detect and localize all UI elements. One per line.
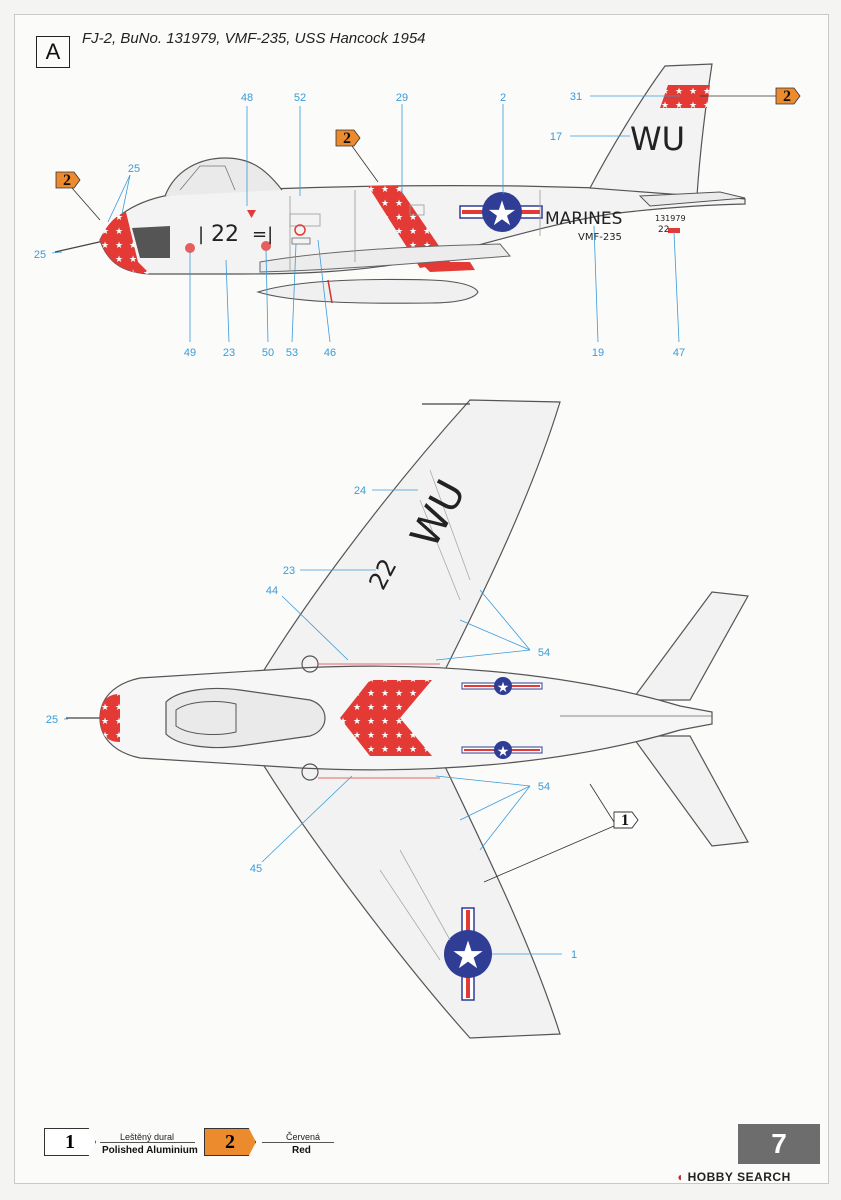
legend-divider	[262, 1142, 334, 1143]
top-callout: 24	[354, 485, 366, 497]
side-drop-tank	[256, 278, 479, 304]
legend-czech-label: Červená	[286, 1132, 321, 1142]
watermark-logo-icon: ◖	[676, 1170, 684, 1184]
legend-czech-label: Leštěný dural	[120, 1132, 175, 1142]
side-callout: 23	[223, 347, 235, 359]
side-canopy	[164, 157, 283, 197]
side-callout: 29	[396, 92, 408, 104]
color-callout-tail: 2	[700, 87, 801, 105]
side-marines-text: MARINES	[545, 209, 622, 229]
watermark-brand: HOBBY	[687, 1170, 734, 1184]
top-callout: 1	[571, 949, 577, 961]
top-callout: 44	[266, 585, 278, 597]
page-number: 7	[738, 1124, 820, 1164]
svg-text:★: ★	[497, 744, 510, 760]
side-tail-number: 22	[658, 225, 669, 235]
side-roundel: ★	[459, 192, 543, 234]
svg-text:★: ★	[487, 194, 517, 234]
side-squadron-text: VMF-235	[578, 232, 622, 243]
watermark-word: SEARCH	[737, 1170, 791, 1184]
watermark: ◖ HOBBY SEARCH	[676, 1170, 791, 1184]
top-view: ★ ★ ★ WU 22	[46, 399, 749, 1039]
top-callout: 54	[538, 781, 550, 793]
legend-swatch-red: 2	[204, 1128, 256, 1156]
side-callout: 46	[324, 347, 336, 359]
side-nose-red	[100, 212, 150, 274]
side-callout: 19	[592, 347, 604, 359]
side-callout: 52	[294, 92, 306, 104]
top-callout: 45	[250, 863, 262, 875]
top-callout: 54	[538, 647, 550, 659]
svg-text:|: |	[198, 224, 204, 245]
top-small-roundel: ★	[461, 741, 543, 760]
side-callout: 49	[184, 347, 196, 359]
svg-text:2: 2	[783, 88, 791, 105]
side-callout: 25	[128, 163, 140, 175]
color-callout-nose: 2	[55, 171, 101, 221]
legend-divider	[100, 1142, 195, 1143]
top-callout: 23	[283, 565, 295, 577]
color-callout-spine: 2	[335, 129, 379, 183]
side-callout: 48	[241, 92, 253, 104]
top-chevron	[340, 680, 432, 756]
top-upper-wing	[256, 399, 561, 681]
top-lower-wing	[256, 755, 561, 1039]
side-callout: 50	[262, 347, 274, 359]
side-profile: ★ 22 | =| MARINES VMF-235 131979 22 WU	[34, 63, 801, 359]
side-callout: 31	[570, 91, 582, 103]
legend-english-label: Red	[292, 1145, 311, 1156]
profile-letter: A	[36, 36, 70, 68]
side-callout: 2	[500, 92, 506, 104]
side-callout: 47	[673, 347, 685, 359]
side-callout: 17	[550, 131, 562, 143]
color-callout-underside: 1	[483, 783, 639, 883]
side-callout: 53	[286, 347, 298, 359]
svg-text:★: ★	[451, 933, 485, 977]
svg-text:2: 2	[343, 130, 351, 147]
side-number: 22	[211, 222, 239, 247]
svg-text:1: 1	[621, 812, 629, 829]
top-callout: 25	[46, 714, 58, 726]
side-tail-code: WU	[630, 120, 685, 158]
top-small-roundel: ★	[461, 677, 543, 696]
top-canopy	[165, 687, 326, 749]
side-callout: 25	[34, 249, 46, 261]
svg-text:=|: =|	[252, 224, 273, 245]
profile-title: FJ-2, BuNo. 131979, VMF-235, USS Hancock…	[82, 30, 426, 47]
top-wing-roundel: ★	[444, 907, 492, 1001]
side-buno-text: 131979	[655, 214, 686, 223]
legend-swatch-aluminium: 1	[44, 1128, 96, 1156]
svg-text:★: ★	[497, 680, 510, 696]
legend-english-label: Polished Aluminium	[102, 1145, 198, 1156]
svg-text:2: 2	[63, 172, 71, 189]
side-tail-stripe	[660, 85, 710, 108]
